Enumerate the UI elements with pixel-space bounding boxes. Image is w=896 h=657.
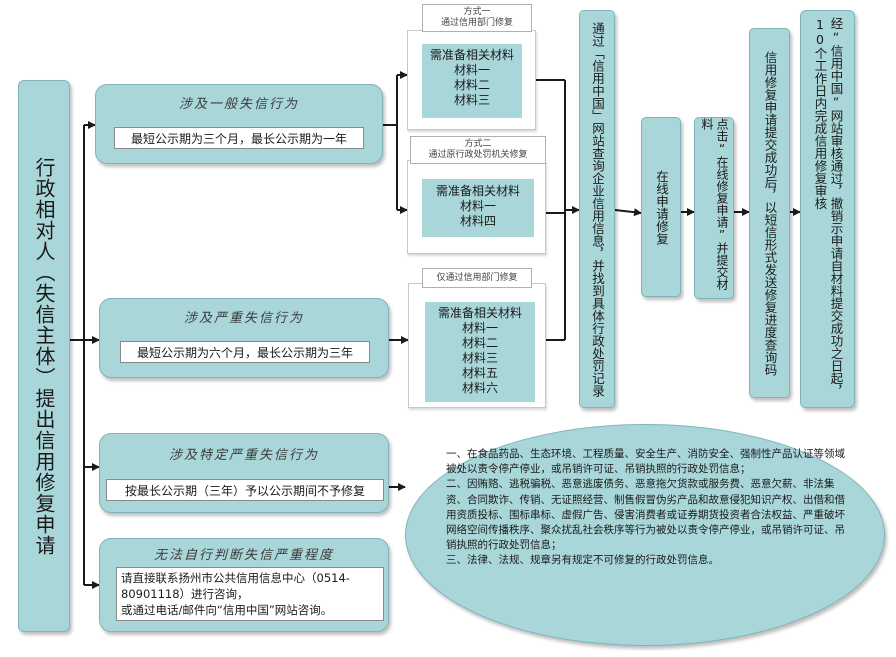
non-repairable-info: 一、在食品药品、生态环境、工程质量、安全生产、消防安全、强制性产品认证等领域被处… <box>405 424 885 646</box>
category-unknown-detail: 请直接联系扬州市公共信用信息中心（0514-80901118）进行咨询， 或通过… <box>116 567 384 621</box>
material-header: 需准备相关材料 <box>429 48 514 62</box>
category-unknown-title: 无法自行判断失信严重程度 <box>153 548 334 563</box>
category-serious: 涉及严重失信行为 最短公示期为六个月，最长公示期为三年 <box>99 298 389 378</box>
material-item: 材料二 <box>461 336 498 350</box>
left-title: 行政相对人（失信主体）提出信用修复申请 <box>32 156 56 556</box>
step-sms-code-text: 信用修复申请提交成功后，以短信形式发送修复进度查询码 <box>762 50 778 376</box>
category-unknown: 无法自行判断失信严重程度 请直接联系扬州市公共信用信息中心（0514-80901… <box>99 538 389 632</box>
step-review-complete: 经“信用中国”网站审核通过，撤销示申请自材料提交成功之日起，10个工作日内完成信… <box>800 10 855 408</box>
method-1: 需准备相关材料 材料一 材料二 材料三 <box>407 30 536 130</box>
method-2-label: 方式二 通过原行政处罚机关修复 <box>410 136 546 164</box>
category-serious-detail: 最短公示期为六个月，最长公示期为三年 <box>120 341 370 363</box>
method-1-label-line1: 方式一 <box>463 7 491 17</box>
method-3-label-line1: 仅通过信用部门修复 <box>436 273 518 283</box>
category-special-title: 涉及特定严重失信行为 <box>168 448 319 463</box>
method-2-label-line1: 方式二 <box>464 139 492 149</box>
step-query-record-text: 通过「信用中国」网站查询企业信用信息，并找到具体行政处罚记录 <box>590 21 605 397</box>
category-general-detail: 最短公示期为三个月，最长公示期为一年 <box>114 127 364 149</box>
material-header: 需准备相关材料 <box>437 306 522 320</box>
category-general: 涉及一般失信行为 最短公示期为三个月，最长公示期为一年 <box>95 84 383 164</box>
method-2: 需准备相关材料 材料一 材料四 <box>407 160 546 254</box>
method-3-label: 仅通过信用部门修复 <box>422 268 532 288</box>
step-review-complete-text: 经“信用中国”网站审核通过，撤销示申请自材料提交成功之日起，10个工作日内完成信… <box>812 17 844 397</box>
material-item: 材料三 <box>453 93 490 107</box>
material-item: 材料五 <box>461 366 498 380</box>
category-special-detail: 按最长公示期（三年）予以公示期间不予修复 <box>106 479 384 501</box>
material-item: 材料一 <box>453 63 490 77</box>
material-header: 需准备相关材料 <box>435 184 520 198</box>
material-item: 材料一 <box>461 321 498 335</box>
material-item: 材料三 <box>461 351 498 365</box>
method-3-materials: 需准备相关材料 材料一 材料二 材料三 材料五 材料六 <box>425 302 535 402</box>
step-query-record: 通过「信用中国」网站查询企业信用信息，并找到具体行政处罚记录 <box>579 10 615 408</box>
category-special: 涉及特定严重失信行为 按最长公示期（三年）予以公示期间不予修复 <box>99 433 389 513</box>
left-title-box: 行政相对人（失信主体）提出信用修复申请 <box>18 80 70 632</box>
material-item: 材料二 <box>453 78 490 92</box>
material-item: 材料四 <box>459 214 496 228</box>
step-submit-materials-text: 点击“在线修复申请”并提交材料 <box>700 118 729 290</box>
method-3: 需准备相关材料 材料一 材料二 材料三 材料五 材料六 <box>408 283 546 408</box>
category-serious-title: 涉及严重失信行为 <box>183 311 304 326</box>
step-online-apply: 在线申请修复 <box>641 117 681 297</box>
step-online-apply-text: 在线申请修复 <box>654 169 669 245</box>
material-item: 材料一 <box>459 199 496 213</box>
method-1-label-line2: 通过信用部门修复 <box>440 18 513 28</box>
step-submit-materials: 点击“在线修复申请”并提交材料 <box>694 117 734 299</box>
material-item: 材料六 <box>461 381 498 395</box>
non-repairable-info-text: 一、在食品药品、生态环境、工程质量、安全生产、消防安全、强制性产品认证等领域被处… <box>446 448 845 567</box>
step-sms-code: 信用修复申请提交成功后，以短信形式发送修复进度查询码 <box>749 28 790 398</box>
method-2-materials: 需准备相关材料 材料一 材料四 <box>422 179 534 237</box>
method-1-label: 方式一 通过信用部门修复 <box>422 4 532 32</box>
method-2-label-line2: 通过原行政处罚机关修复 <box>428 150 528 160</box>
method-1-materials: 需准备相关材料 材料一 材料二 材料三 <box>422 44 522 118</box>
category-general-title: 涉及一般失信行为 <box>178 97 299 112</box>
